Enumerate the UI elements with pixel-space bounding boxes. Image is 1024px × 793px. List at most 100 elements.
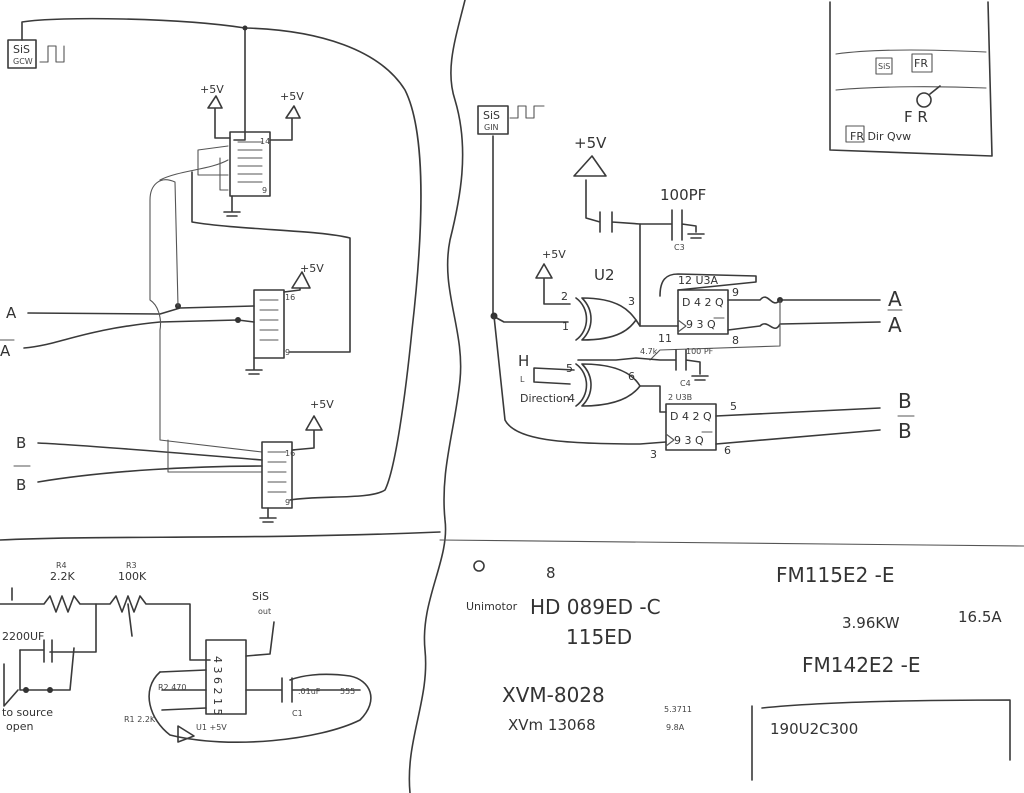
h-label: H xyxy=(518,352,529,370)
u2b-pin-5: 5 xyxy=(566,362,573,375)
signal-box-right xyxy=(477,105,509,135)
input-a-label: A xyxy=(6,304,17,322)
inset-line-1 xyxy=(835,49,987,55)
u3a-pin-8: 8 xyxy=(732,334,739,347)
wire-cap-branch xyxy=(49,603,97,653)
ic-top-pin-9: 9 xyxy=(262,186,267,195)
c1-value: .01uF xyxy=(298,687,321,696)
output-b-bar-label: B xyxy=(898,419,912,443)
vcc-label-3: +5V xyxy=(300,262,324,275)
ic-555-pins: 4 3 6 2 1 5 xyxy=(211,656,224,715)
wire-a-bar xyxy=(23,319,255,349)
inset-top-label: SiS xyxy=(878,62,890,71)
note-line-1-model: HD 089ED -C xyxy=(530,595,661,619)
u3a-row-1: D 4 2 Q xyxy=(682,296,724,309)
ic-mid-pin-16: 16 xyxy=(285,293,295,302)
wire-b xyxy=(37,442,263,461)
signal-box-label: SiS xyxy=(13,43,30,56)
r1-ref: R1 2.2K xyxy=(124,715,156,724)
wire-b-loop xyxy=(167,439,263,473)
signal-loop-wire xyxy=(21,17,422,501)
cap-c1 xyxy=(245,677,361,703)
u3a-pin-9: 9 xyxy=(732,286,739,299)
wire-feedback-left xyxy=(149,179,263,453)
wire-source xyxy=(3,663,19,707)
signal-box-sub: GCW xyxy=(13,57,33,66)
note-mark-8: 8 xyxy=(546,564,556,582)
note-box-text: 190U2C300 xyxy=(770,720,858,738)
gate-u2-label: U2 xyxy=(594,266,615,284)
note-marker-icon xyxy=(473,560,485,572)
output-b-label: B xyxy=(898,389,912,413)
wire-direction xyxy=(533,367,575,385)
note-line-3: XVM-8028 xyxy=(502,683,605,707)
horizontal-divider-right xyxy=(439,539,1024,547)
sis-out-sub: out xyxy=(258,607,271,616)
potentiometer-wiper xyxy=(127,603,133,637)
input-b-bar-label: B xyxy=(16,476,26,494)
wire-clock xyxy=(492,135,569,323)
horizontal-divider-left xyxy=(0,531,441,541)
u2-pin-2: 2 xyxy=(561,290,568,303)
square-wave-icon xyxy=(39,45,65,63)
wire-u2b-out xyxy=(639,385,667,413)
left-top-circuit: SiS GCW +5V +5V 14 9 16 9 +5V A A xyxy=(0,17,422,523)
flip-flop-u3a xyxy=(677,289,729,335)
xor-gate-u2 xyxy=(581,297,637,341)
ic-top-wires xyxy=(159,145,229,191)
u3b-row-2: 9 3 Q xyxy=(674,434,704,447)
cap-value: 2200UF xyxy=(2,630,44,643)
wire-feedback-a xyxy=(649,299,781,361)
r2-ref: R2 470 xyxy=(158,683,186,692)
wire-vcc-to-u3a xyxy=(585,179,641,327)
u3a-clock-marker xyxy=(677,319,687,333)
cap-c3-label: 100PF xyxy=(660,186,706,204)
wire-out-b xyxy=(715,407,881,417)
current-rating: 16.5A xyxy=(958,608,1002,626)
vcc-arrow-4 xyxy=(291,415,323,451)
inset-box-3 xyxy=(845,125,865,143)
inset-direction-text: F R xyxy=(904,108,928,126)
direction-label: Direction xyxy=(520,392,570,405)
vcc-arrow-1 xyxy=(207,95,231,139)
r3-value: 100K xyxy=(118,570,147,583)
l-label: L xyxy=(520,375,525,384)
note-line-2: 115ED xyxy=(566,625,632,649)
cap-c3 xyxy=(639,209,705,241)
note-box xyxy=(751,699,1011,781)
wire-555-out xyxy=(245,621,275,657)
xor-back-1 xyxy=(575,297,588,341)
inset-border xyxy=(829,1,993,157)
wire-clock-lower xyxy=(493,315,667,445)
r4-ref: R4 xyxy=(56,561,67,570)
open-source-1: open xyxy=(6,720,33,733)
input-b-label: B xyxy=(16,434,26,452)
bottom-right-notes: 8 Unimotor HD 089ED -C 115ED XVM-8028 XV… xyxy=(466,560,1011,781)
u2b-pin-4: 4 xyxy=(568,392,575,405)
ic-top-pins xyxy=(237,141,263,183)
wire-out-a-bar xyxy=(727,321,881,331)
ic-mid-pin-9: 9 xyxy=(285,348,290,357)
inset-bottom-text: FR Dir Qvw xyxy=(850,130,911,143)
xor-gate-u2b xyxy=(581,363,641,407)
ic-bottom-pin-9: 9 xyxy=(285,498,290,507)
note-line-1-prefix: Unimotor xyxy=(466,600,518,613)
flip-flop-u3b xyxy=(665,403,717,451)
note-line-5a: 5.3711 xyxy=(664,705,692,714)
u2-pin-3: 3 xyxy=(628,295,635,308)
ss-label: 555 xyxy=(340,687,355,696)
c1-ref: C1 xyxy=(292,709,303,718)
u3b-clock-marker xyxy=(665,433,675,447)
r2-label: 4.7k xyxy=(640,347,658,356)
vertical-divider xyxy=(408,0,466,793)
signal-box-right-label: SiS xyxy=(483,109,500,122)
wire-top-to-mid xyxy=(191,171,351,353)
sis-out-label: SiS xyxy=(252,590,269,603)
right-top-circuit: SiS GIN +5V 100PF C3 +5V U2 2 1 3 11 12 … xyxy=(477,105,915,461)
ground-icon-2 xyxy=(245,357,263,375)
ic-bottom-pins xyxy=(267,451,287,493)
output-a-label: A xyxy=(888,287,902,311)
cap-c4-label: 100 PF xyxy=(686,347,714,356)
u2-pin-11: 11 xyxy=(658,332,672,345)
